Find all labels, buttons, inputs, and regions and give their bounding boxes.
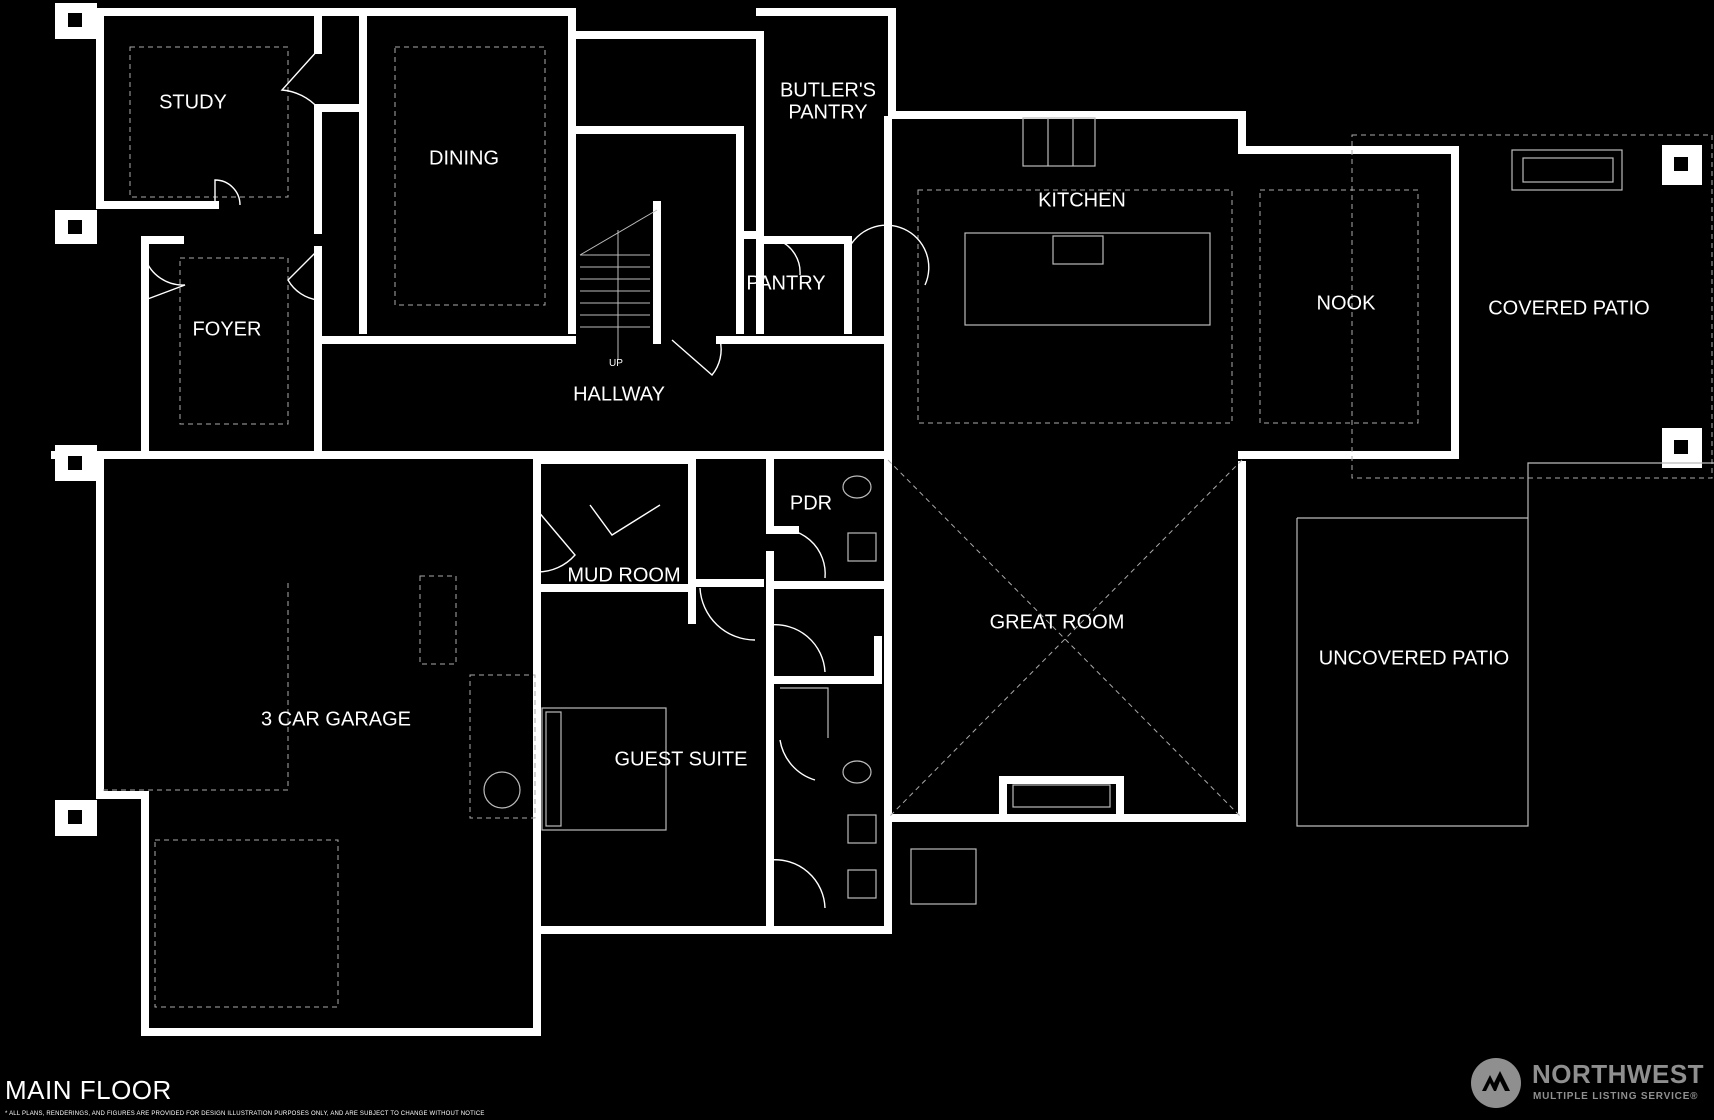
label-guest-suite: GUEST SUITE (615, 748, 748, 770)
label-dining: DINING (429, 147, 499, 169)
label-great-room: GREAT ROOM (990, 611, 1125, 633)
label-stairs-up: UP (609, 358, 623, 369)
label-kitchen: KITCHEN (1038, 189, 1126, 211)
logo-subtitle: MULTIPLE LISTING SERVICE® (1533, 1091, 1699, 1102)
label-uncovered-patio: UNCOVERED PATIO (1319, 647, 1509, 669)
column-centers (68, 13, 1688, 824)
disclaimer: * ALL PLANS, RENDERINGS, AND FIGURES ARE… (5, 1111, 485, 1117)
label-butlers-pantry-line2: PANTRY (788, 101, 867, 123)
label-3-car-garage: 3 CAR GARAGE (261, 708, 411, 730)
fixtures (483, 117, 1714, 905)
label-covered-patio: COVERED PATIO (1488, 297, 1650, 319)
label-pdr: PDR (790, 492, 832, 514)
door-swings (144, 49, 1456, 909)
label-study: STUDY (159, 91, 227, 113)
nwmls-logo-icon (1471, 1058, 1521, 1108)
label-nook: NOOK (1317, 292, 1377, 314)
stair-treads (579, 209, 658, 360)
floor-title: MAIN FLOOR (5, 1075, 172, 1105)
nwmls-logo: NORTHWEST MULTIPLE LISTING SERVICE® (1470, 1057, 1704, 1113)
label-butlers-pantry-line1: BUTLER'S (780, 79, 876, 101)
label-pantry: PANTRY (746, 272, 825, 294)
label-foyer: FOYER (193, 318, 262, 340)
walls (51, 8, 1459, 1036)
label-mud-room: MUD ROOM (567, 564, 680, 586)
logo-name: NORTHWEST (1532, 1059, 1705, 1089)
label-hallway: HALLWAY (573, 383, 665, 405)
dashed-outlines (103, 46, 1713, 1008)
